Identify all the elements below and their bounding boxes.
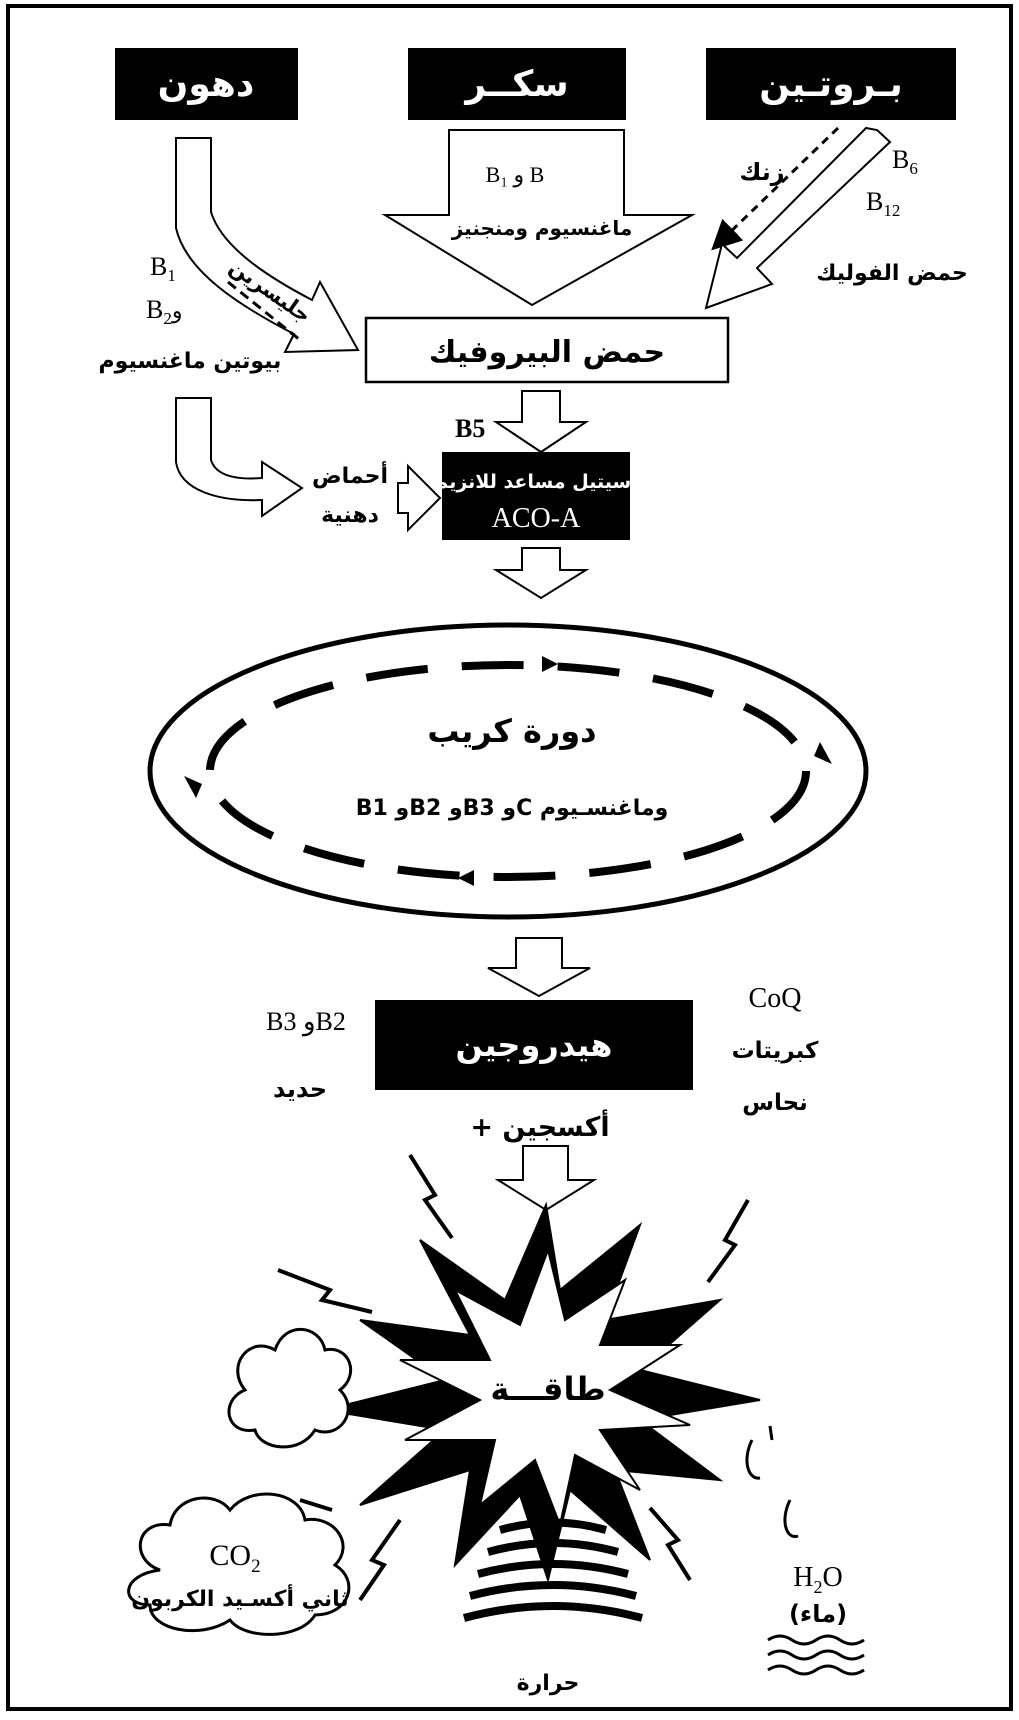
copper-label: نحاس	[742, 1090, 808, 1116]
folic-acid-label: حمض الفوليك	[816, 261, 967, 286]
pyruvic-box: حمض البيروفيك	[364, 316, 730, 384]
sugar-box: سكــر	[408, 48, 626, 120]
protein-diagonal-arrow	[704, 126, 892, 310]
krebs-cofactors-label: B1 وB2 وB3 وC وماغنسـيوم	[356, 796, 669, 821]
energy-label: طاقـــة	[490, 1370, 605, 1408]
hydrogen-to-energy-arrow	[494, 1145, 598, 1212]
water-waves	[767, 1634, 865, 1676]
b2-label: B2و	[146, 295, 182, 328]
krebs-to-hydrogen-arrow	[487, 937, 591, 998]
sugar-down-arrow	[381, 129, 696, 307]
fats-to-fatty-acids-arrow	[175, 397, 304, 518]
b12-label: B12	[866, 187, 900, 220]
hydrogen-box: هيدروجين	[375, 1000, 693, 1090]
water-label: (ماء)	[789, 1600, 847, 1628]
acetyl-label-2: ACO-A	[492, 503, 581, 534]
fatty-acids-to-acetyl-arrow	[397, 463, 442, 533]
pyruvic-label: حمض البيروفيك	[429, 335, 665, 370]
fatty-acids-label-2: دهنية	[321, 503, 379, 528]
sugar-minerals-label: ماغنسيوم ومنجنيز	[451, 216, 633, 240]
water-drops	[745, 1425, 799, 1538]
hydrogen-label: هيدروجين	[456, 1026, 613, 1064]
fatty-acids-label-1: أحماض	[312, 460, 388, 489]
krebs-dashed-cycle	[206, 661, 810, 881]
coq-label: CoQ	[749, 983, 802, 1014]
fats-label: دهون	[158, 64, 255, 105]
acetyl-label-1: أسيتيل مساعد للانزيم	[434, 469, 637, 493]
hydrogen-left-cofactors: B3 وB2	[266, 1007, 346, 1037]
heat-waves	[462, 1518, 644, 1622]
h2o-formula: H2O	[793, 1562, 842, 1597]
co2-cloud	[127, 1327, 353, 1636]
zinc-label: زنك	[739, 158, 784, 186]
co2-name-label: ثاني أكسـيد الكربون	[131, 1583, 348, 1612]
krebs-arrowhead-bottom	[458, 870, 474, 886]
biotin-mg-label: بيوتين ماغنسيوم	[99, 349, 282, 374]
krebs-label: دورة كريب	[427, 712, 596, 750]
b5-label: B5	[455, 414, 485, 443]
acetyl-to-krebs-arrow	[492, 547, 590, 600]
acetyl-coa-box: أسيتيل مساعد للانزيم ACO-A	[434, 452, 638, 540]
fats-box: دهون	[115, 48, 298, 120]
krebs-arrowhead-right	[814, 742, 832, 764]
fats-to-pyruvic-arrow	[175, 137, 360, 354]
protein-box: بـروتـين	[706, 48, 956, 120]
iron-label: حديد	[273, 1075, 327, 1103]
frame-border	[6, 4, 1013, 1711]
protein-label: بـروتـين	[759, 64, 903, 105]
pyruvic-to-acetyl-arrow	[492, 390, 590, 454]
sugar-vitamins-label: B₁ و B	[486, 162, 545, 188]
b6-label: B6	[892, 145, 918, 178]
krebs-cycle: دورة كريب B1 وB2 وB3 وC وماغنسـيوم	[147, 622, 869, 920]
krebs-arrowhead-left	[184, 776, 202, 798]
b1-label: B1	[150, 252, 176, 285]
oxygen-label: + أكسجين	[470, 1109, 609, 1143]
sugar-label: سكــر	[463, 64, 568, 105]
sulfur-label: كبريتات	[732, 1038, 819, 1064]
krebs-arrowhead-top	[542, 656, 558, 672]
heat-label: حرارة	[517, 1671, 580, 1696]
